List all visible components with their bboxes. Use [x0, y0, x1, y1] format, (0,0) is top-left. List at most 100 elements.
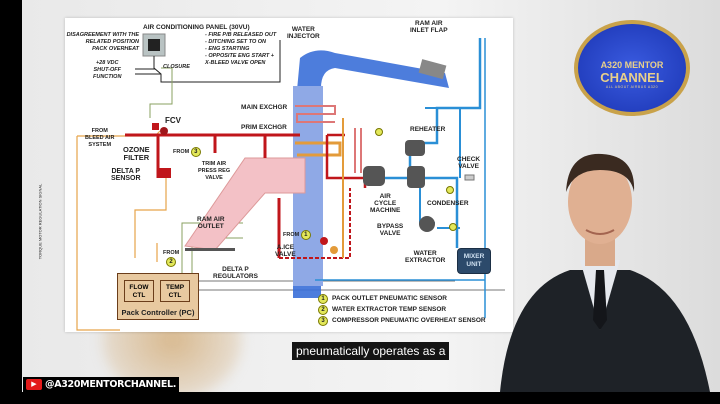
legend-text: PACK OUTLET PNEUMATIC SENSOR	[332, 295, 447, 302]
note-line: RELATED POSITION	[85, 39, 139, 45]
face	[568, 160, 632, 244]
delta-p-sensor-icon	[159, 168, 171, 178]
conditions-list: - FIRE P/B RELEASED OUT - DITCHING SET T…	[205, 32, 276, 67]
label-line: TEMP	[165, 284, 185, 291]
torque-signal-label: TORQUE MOTOR REGULATION SIGNAL	[37, 183, 43, 260]
label-line: RAM AIR	[197, 216, 225, 223]
label-line: INLET FLAP	[410, 27, 448, 34]
condition: X-BLEED VALVE OPEN	[205, 60, 266, 66]
label-line: CHECK	[457, 156, 481, 163]
panel-title: AIR CONDITIONING PANEL (30VU)	[143, 24, 250, 31]
tie	[593, 270, 607, 330]
label-line: SENSOR	[111, 175, 141, 182]
subtitle-caption: pneumatically operates as a	[292, 342, 450, 360]
youtube-play-icon: ▶	[26, 379, 42, 390]
label-line: VALVE	[275, 251, 296, 258]
from-1-label: FROM 1	[283, 230, 311, 240]
label-line: FLOW	[129, 284, 149, 291]
logo-line1: A320 MENTOR	[600, 60, 664, 70]
video-frame: AIR CONDITIONING PANEL (30VU) DISAGREEME…	[22, 0, 720, 392]
label-line: WATER	[413, 250, 437, 257]
label-line: OZONE	[123, 145, 150, 154]
prim-exchgr-label: PRIM EXCHGR	[241, 124, 287, 131]
condition: - OPPOSITE ENG START +	[205, 53, 275, 59]
condition: - ENG STARTING	[205, 46, 250, 52]
label-line: DELTA P	[111, 168, 141, 175]
logo-tagline: ALL ABOUT AIRBUS A320	[605, 85, 659, 89]
fcv-valve-icon	[160, 127, 168, 135]
channel-handle: @A320MENTORCHANNEL.	[45, 379, 177, 390]
label-line: REGULATORS	[213, 273, 258, 280]
from-text: FROM	[163, 250, 180, 256]
closure-label: CLOSURE	[163, 64, 190, 70]
note-line: SHUT-OFF	[93, 67, 121, 73]
label-line: TRIM AIR	[201, 161, 227, 167]
label-line: INJECTOR	[287, 33, 320, 40]
label-line: A.ICE	[276, 244, 295, 251]
panel-switch-light	[148, 39, 160, 51]
ozone-filter-icon	[152, 123, 159, 130]
reheater-label: REHEATER	[410, 126, 446, 133]
label-line: MACHINE	[370, 207, 401, 214]
condenser-label: CONDENSER	[427, 200, 469, 207]
from-text: FROM	[283, 232, 300, 238]
shutoff-note: +28 VDC SHUT-OFF FUNCTION	[93, 60, 121, 81]
presenter	[500, 153, 710, 392]
bypass-valve-icon	[330, 246, 338, 254]
note-line: +28 VDC	[95, 60, 119, 66]
legend-num: 2	[318, 304, 328, 315]
main-exchgr-label: MAIN EXCHGR	[241, 104, 288, 111]
legend-item: 2 WATER EXTRACTOR TEMP SENSOR	[318, 304, 486, 315]
label-line: AIR	[379, 193, 391, 200]
reheater-icon	[405, 140, 425, 156]
channel-logo: A320 MENTOR CHANNEL ALL ABOUT AIRBUS A32…	[574, 20, 690, 116]
label-line: FILTER	[123, 153, 150, 162]
schematic-lines	[76, 33, 505, 331]
label-line: DELTA P	[222, 266, 249, 273]
label-line: SYSTEM	[88, 142, 112, 148]
label-line: UNIT	[466, 261, 482, 268]
condition: - FIRE P/B RELEASED OUT	[205, 32, 277, 38]
sensor-1-marker: 1	[300, 230, 311, 240]
sensor-3-marker: 3	[190, 147, 201, 157]
pack-schematic-diagram: AIR CONDITIONING PANEL (30VU) DISAGREEME…	[37, 18, 513, 332]
condenser-icon	[407, 166, 425, 188]
logo-line2: CHANNEL	[600, 70, 664, 85]
label-line: FROM	[91, 128, 108, 134]
note-line: DISAGREEMENT WITH THE	[66, 32, 139, 38]
label-line: OUTLET	[197, 223, 224, 230]
fcv-label: FCV	[165, 116, 181, 125]
label-line: CYCLE	[374, 200, 397, 207]
legend-text: COMPRESSOR PNEUMATIC OVERHEAT SENSOR	[332, 317, 486, 324]
suit	[500, 270, 710, 392]
channel-handle-banner: ▶ @A320MENTORCHANNEL.	[23, 377, 180, 392]
note-line: FUNCTION	[93, 74, 122, 80]
label-line: BLEED AIR	[85, 135, 115, 141]
disagreement-note: DISAGREEMENT WITH THE RELATED POSITION P…	[61, 32, 139, 53]
sensor-2-marker: 2	[166, 257, 177, 267]
label-line: RAM AIR	[415, 20, 443, 27]
check-valve-icon	[464, 174, 475, 181]
label-line: CTL	[132, 292, 146, 299]
legend-text: WATER EXTRACTOR TEMP SENSOR	[332, 306, 447, 313]
